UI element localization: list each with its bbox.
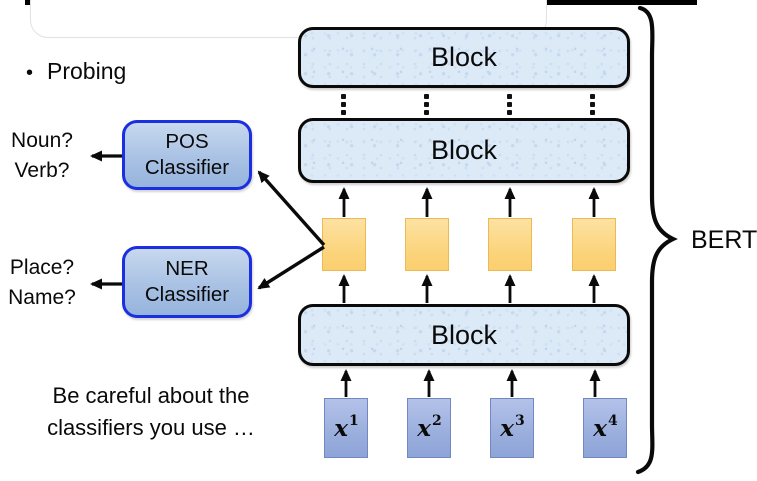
input-token-x3: x3	[490, 398, 534, 458]
ner-output-line1: Place?	[9, 256, 75, 279]
pos-output-line2: Verb?	[14, 159, 70, 182]
bert-brace	[635, 5, 678, 475]
block-top: Block	[298, 27, 630, 88]
ner-classifier-box: NER Classifier	[122, 246, 252, 318]
input-label-x3: x3	[500, 412, 525, 442]
bullet-probing: • Probing	[26, 58, 126, 88]
embedding-square-1	[322, 218, 366, 271]
pos-output-labels: Noun? Verb?	[0, 126, 84, 186]
input-label-x1: x1	[334, 412, 359, 442]
block-middle-label: Block	[430, 135, 498, 165]
pos-output-line1: Noun?	[11, 129, 73, 152]
embedding-square-3	[488, 218, 532, 271]
ner-output-line2: Name?	[8, 286, 76, 309]
vertical-ellipsis-icon	[507, 94, 512, 115]
embedding-square-2	[405, 218, 449, 271]
caution-text: Be careful about the classifiers you use…	[30, 380, 272, 444]
vertical-ellipsis-icon	[341, 94, 346, 115]
bert-label: BERT	[691, 226, 757, 254]
ner-classifier-line1: NER	[165, 257, 209, 280]
input-label-x4: x4	[593, 412, 618, 442]
input-token-x1: x1	[324, 398, 368, 458]
block-middle: Block	[298, 118, 630, 183]
embedding-square-4	[572, 218, 616, 271]
caution-line1: Be careful about the	[52, 383, 250, 408]
pos-classifier-box: POS Classifier	[122, 120, 252, 190]
vertical-ellipsis-icon	[424, 94, 429, 115]
arrow-embedding-to-ner	[257, 245, 325, 290]
pos-classifier-line1: POS	[165, 130, 209, 153]
bullet-label: Probing	[47, 58, 127, 84]
vertical-ellipsis-icon	[590, 94, 595, 115]
block-top-label: Block	[430, 42, 498, 72]
block-bottom: Block	[298, 304, 630, 366]
caution-line2: classifiers you use …	[47, 415, 255, 440]
pos-classifier-line2: Classifier	[144, 156, 230, 179]
block-bottom-label: Block	[430, 319, 498, 350]
input-token-x4: x4	[583, 398, 627, 458]
input-token-x2: x2	[407, 398, 451, 458]
bullet-icon: •	[26, 62, 34, 84]
ner-output-labels: Place? Name?	[0, 253, 84, 313]
input-label-x2: x2	[417, 412, 442, 442]
ner-classifier-line2: Classifier	[144, 283, 230, 306]
